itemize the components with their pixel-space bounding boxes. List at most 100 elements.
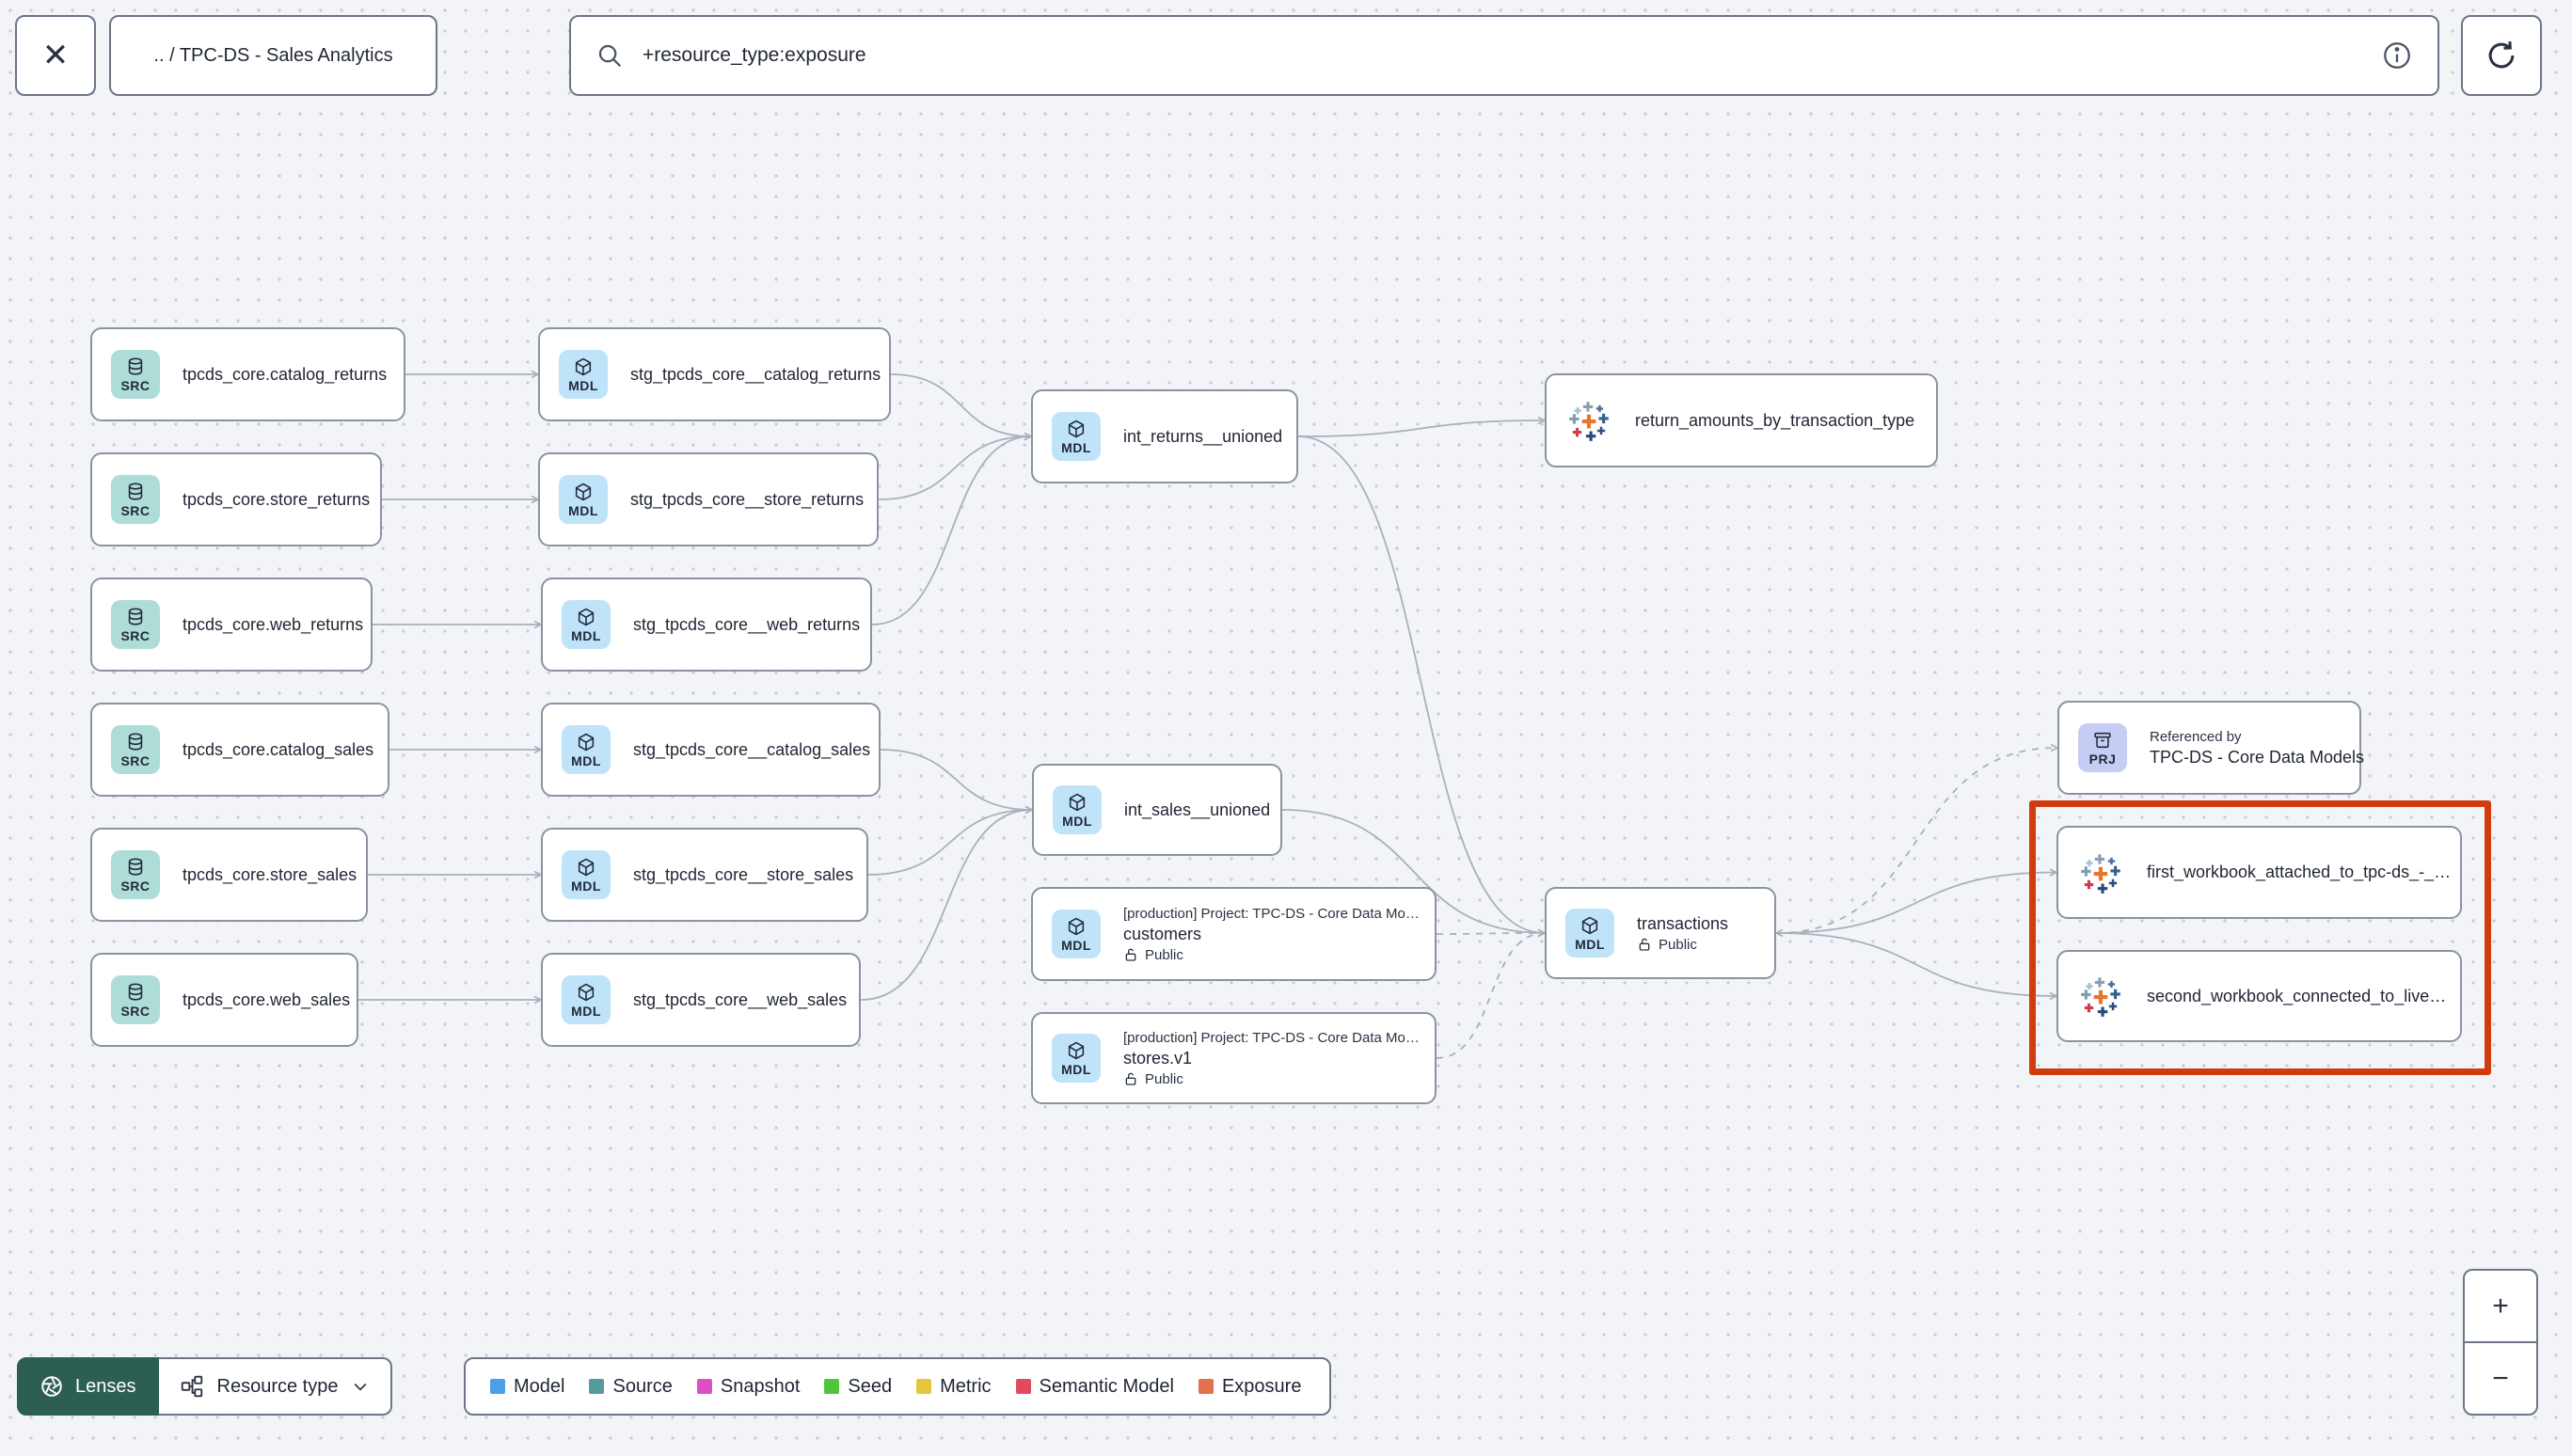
database-icon: SRC (111, 975, 160, 1024)
legend-item-semantic-model: Semantic Model (1015, 1376, 1174, 1398)
node-customers[interactable]: MDL [production] Project: TPC-DS - Core D… (1031, 887, 1437, 981)
legend-label: Exposure (1221, 1375, 1302, 1397)
node-visibility: Public (1637, 937, 1728, 953)
cube-icon: MDL (562, 725, 611, 774)
lenses-label: Lenses (75, 1375, 136, 1397)
resource-badge: PRJ (2088, 751, 2117, 767)
cube-icon: MDL (562, 850, 611, 899)
node-title: stg_tpcds_core__catalog_returns (630, 364, 881, 384)
database-icon: SRC (111, 350, 160, 399)
node-title: customers (1123, 924, 1202, 943)
legend-swatch (916, 1379, 932, 1394)
lock-open-icon (1123, 947, 1138, 962)
cube-icon: MDL (562, 600, 611, 649)
resource-badge: MDL (571, 752, 601, 768)
tableau-icon (2077, 973, 2124, 1020)
legend-item-exposure: Exposure (1198, 1375, 1302, 1398)
node-subtitle: [production] Project: TPC-DS - Core Data… (1123, 1029, 1420, 1046)
legend-item-model: Model (490, 1376, 564, 1398)
node-title: tpcds_core.web_returns (183, 614, 364, 634)
resource-badge: MDL (568, 502, 598, 518)
node-visibility: Public (1123, 1071, 1418, 1087)
lenses-control-group: Lenses Resource type (17, 1357, 393, 1416)
resource-badge: MDL (571, 1003, 601, 1019)
resource-badge: MDL (1061, 1061, 1091, 1077)
zoom-in-button[interactable]: + (2465, 1271, 2536, 1343)
cube-icon: MDL (1052, 910, 1101, 958)
search-input[interactable] (641, 43, 2364, 68)
legend-swatch (589, 1379, 605, 1394)
resource-type-button[interactable]: Resource type (158, 1357, 393, 1416)
node-title: int_sales__unioned (1124, 799, 1271, 819)
resource-badge: SRC (120, 377, 151, 393)
legend-item-snapshot: Snapshot (696, 1375, 801, 1398)
aperture-icon (40, 1374, 64, 1399)
node-title: stg_tpcds_core__catalog_sales (633, 739, 871, 759)
node-title: second_workbook_connected_to_live… (2147, 986, 2447, 1005)
lock-open-icon (1637, 937, 1652, 952)
cube-icon: MDL (1053, 785, 1102, 834)
node-src-store-returns[interactable]: SRC tpcds_core.store_returns (90, 452, 382, 546)
legend-label: Snapshot (720, 1375, 801, 1397)
legend-swatch (696, 1379, 712, 1394)
node-subtitle: Referenced by (2150, 728, 2242, 745)
node-title: tpcds_core.catalog_sales (183, 739, 374, 759)
legend-label: Metric (940, 1375, 992, 1397)
node-stg-catalog-sales[interactable]: MDL stg_tpcds_core__catalog_sales (541, 703, 881, 797)
legend: Model Source Snapshot Seed Metric Semantic Mo… (464, 1357, 1331, 1416)
node-title: stg_tpcds_core__store_returns (630, 489, 865, 509)
legend-label: Source (612, 1375, 673, 1397)
resource-badge: MDL (571, 627, 601, 643)
lenses-button[interactable]: Lenses (17, 1357, 159, 1416)
resource-badge: MDL (1061, 937, 1091, 953)
info-icon[interactable] (2381, 40, 2413, 71)
highlight-box (2029, 800, 2491, 1075)
node-stg-store-returns[interactable]: MDL stg_tpcds_core__store_returns (538, 452, 879, 546)
node-int-sales[interactable]: MDL int_sales__unioned (1032, 764, 1282, 856)
node-subtitle: [production] Project: TPC-DS - Core Data… (1123, 905, 1420, 922)
archive-icon: PRJ (2078, 723, 2127, 772)
node-stores[interactable]: MDL [production] Project: TPC-DS - Core D… (1031, 1012, 1437, 1104)
close-button[interactable]: ✕ (15, 15, 96, 96)
database-icon: SRC (111, 600, 160, 649)
node-title: return_amounts_by_transaction_type (1635, 410, 1915, 430)
lock-open-icon (1123, 1071, 1138, 1086)
resource-badge: MDL (1062, 813, 1092, 829)
resource-badge: MDL (571, 878, 601, 894)
node-src-web-sales[interactable]: SRC tpcds_core.web_sales (90, 953, 358, 1047)
cube-icon: MDL (562, 975, 611, 1024)
cube-icon: MDL (1052, 412, 1101, 461)
zoom-out-button[interactable]: − (2492, 1362, 2509, 1394)
resource-badge: MDL (1575, 936, 1605, 952)
legend-item-metric: Metric (916, 1375, 992, 1398)
legend-swatch (1198, 1379, 1214, 1394)
node-stg-store-sales[interactable]: MDL stg_tpcds_core__store_sales (541, 828, 868, 922)
node-exposure-returns[interactable]: return_amounts_by_transaction_type (1545, 373, 1938, 467)
chevron-down-icon (351, 1377, 370, 1396)
node-src-web-returns[interactable]: SRC tpcds_core.web_returns (90, 578, 373, 672)
database-icon: SRC (111, 850, 160, 899)
node-title: stores.v1 (1123, 1048, 1193, 1068)
node-title: tpcds_core.store_returns (183, 489, 371, 509)
node-title: tpcds_core.web_sales (183, 989, 351, 1009)
node-title: stg_tpcds_core__store_sales (633, 864, 854, 884)
refresh-button[interactable] (2461, 15, 2542, 96)
legend-label: Seed (848, 1375, 893, 1397)
node-wb-first[interactable]: first_workbook_attached_to_tpc-ds_-_… (2056, 826, 2462, 919)
resource-badge: SRC (120, 502, 151, 518)
breadcrumb[interactable]: .. / TPC-DS - Sales Analytics (109, 15, 437, 96)
node-wb-second[interactable]: second_workbook_connected_to_live… (2056, 950, 2462, 1042)
node-visibility: Public (1123, 947, 1418, 963)
node-title: transactions (1637, 913, 1729, 933)
resource-badge: SRC (120, 1003, 151, 1019)
